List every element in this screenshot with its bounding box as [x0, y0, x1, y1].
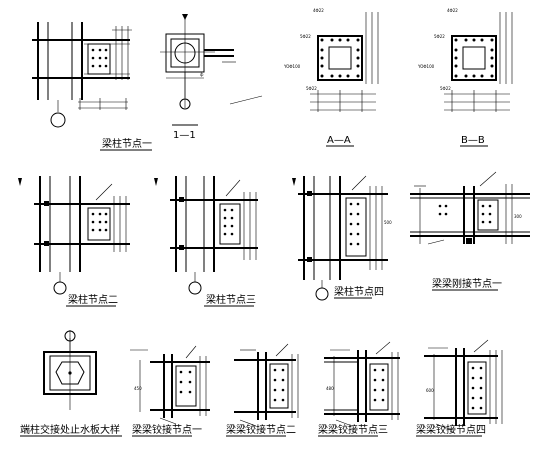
dim-bb-top: 4Φ22	[447, 8, 458, 13]
dim-600: 600	[426, 388, 434, 393]
caption-d11: 梁梁铰接节点二	[226, 423, 296, 436]
dim-aa-side: 5Φ22	[300, 34, 311, 39]
dim-aa-bottom: 5Φ22	[306, 86, 317, 91]
detail-beam-beam-hinged-joint-4: 600 梁梁铰接节点四	[416, 339, 503, 437]
dim-500-a: 500	[384, 220, 392, 225]
dim-480: 480	[326, 386, 334, 391]
caption-d1: 梁柱节点一	[102, 137, 152, 150]
detail-beam-beam-hinged-joint-1: 450 梁梁铰接节点一	[130, 345, 210, 437]
caption-d7: 梁柱节点四	[334, 285, 384, 298]
detail-beam-column-joint-3: 梁柱节点三	[154, 176, 258, 307]
caption-d2: 1—1	[173, 130, 196, 141]
caption-d12: 梁梁铰接节点三	[318, 423, 388, 436]
caption-d9: 端柱交接处止水板大样	[20, 423, 120, 436]
detail-beam-beam-hinged-joint-2: 梁梁铰接节点二	[226, 343, 299, 437]
detail-section-a-a: 4Φ22 5Φ22 YOΦ100 5Φ22 A—A	[283, 8, 379, 147]
dim-bb-left: YOΦ100	[417, 64, 435, 69]
detail-waterstop-plate: 端柱交接处止水板大样	[20, 330, 122, 437]
caption-d8: 梁梁刚接节点一	[432, 277, 502, 290]
detail-beam-column-joint-4: 500 梁柱节点四	[292, 175, 392, 301]
caption-d3: A—A	[327, 135, 351, 146]
detail-section-1-1: ф 1—1	[160, 14, 263, 141]
caption-d4: B—B	[461, 135, 485, 146]
caption-d6: 梁柱节点三	[206, 293, 256, 306]
detail-beam-beam-rigid-joint-1: 300 梁梁刚接节点一	[410, 171, 530, 291]
caption-d13: 梁梁铰接节点四	[416, 423, 486, 436]
dim-300: 300	[514, 214, 522, 219]
dim-aa-top: 4Φ22	[313, 8, 324, 13]
detail-beam-column-joint-2: 梁柱节点二	[18, 176, 130, 307]
caption-d10: 梁梁铰接节点一	[132, 423, 202, 436]
detail-beam-column-joint-1: 梁柱节点一	[32, 22, 152, 151]
detail-beam-beam-hinged-joint-3: 480 梁梁铰接节点三	[318, 341, 400, 437]
dim-450-a: 450	[134, 386, 142, 391]
dim-aa-left: YOΦ100	[283, 64, 301, 69]
detail-section-b-b: 4Φ22 5Φ22 YOΦ100 5Φ22 B—B	[417, 8, 513, 147]
weld-note-1: ф	[200, 72, 204, 77]
dim-bb-side: 5Φ22	[434, 34, 445, 39]
caption-d5: 梁柱节点二	[68, 293, 118, 306]
dim-bb-bottom: 5Φ22	[440, 86, 451, 91]
